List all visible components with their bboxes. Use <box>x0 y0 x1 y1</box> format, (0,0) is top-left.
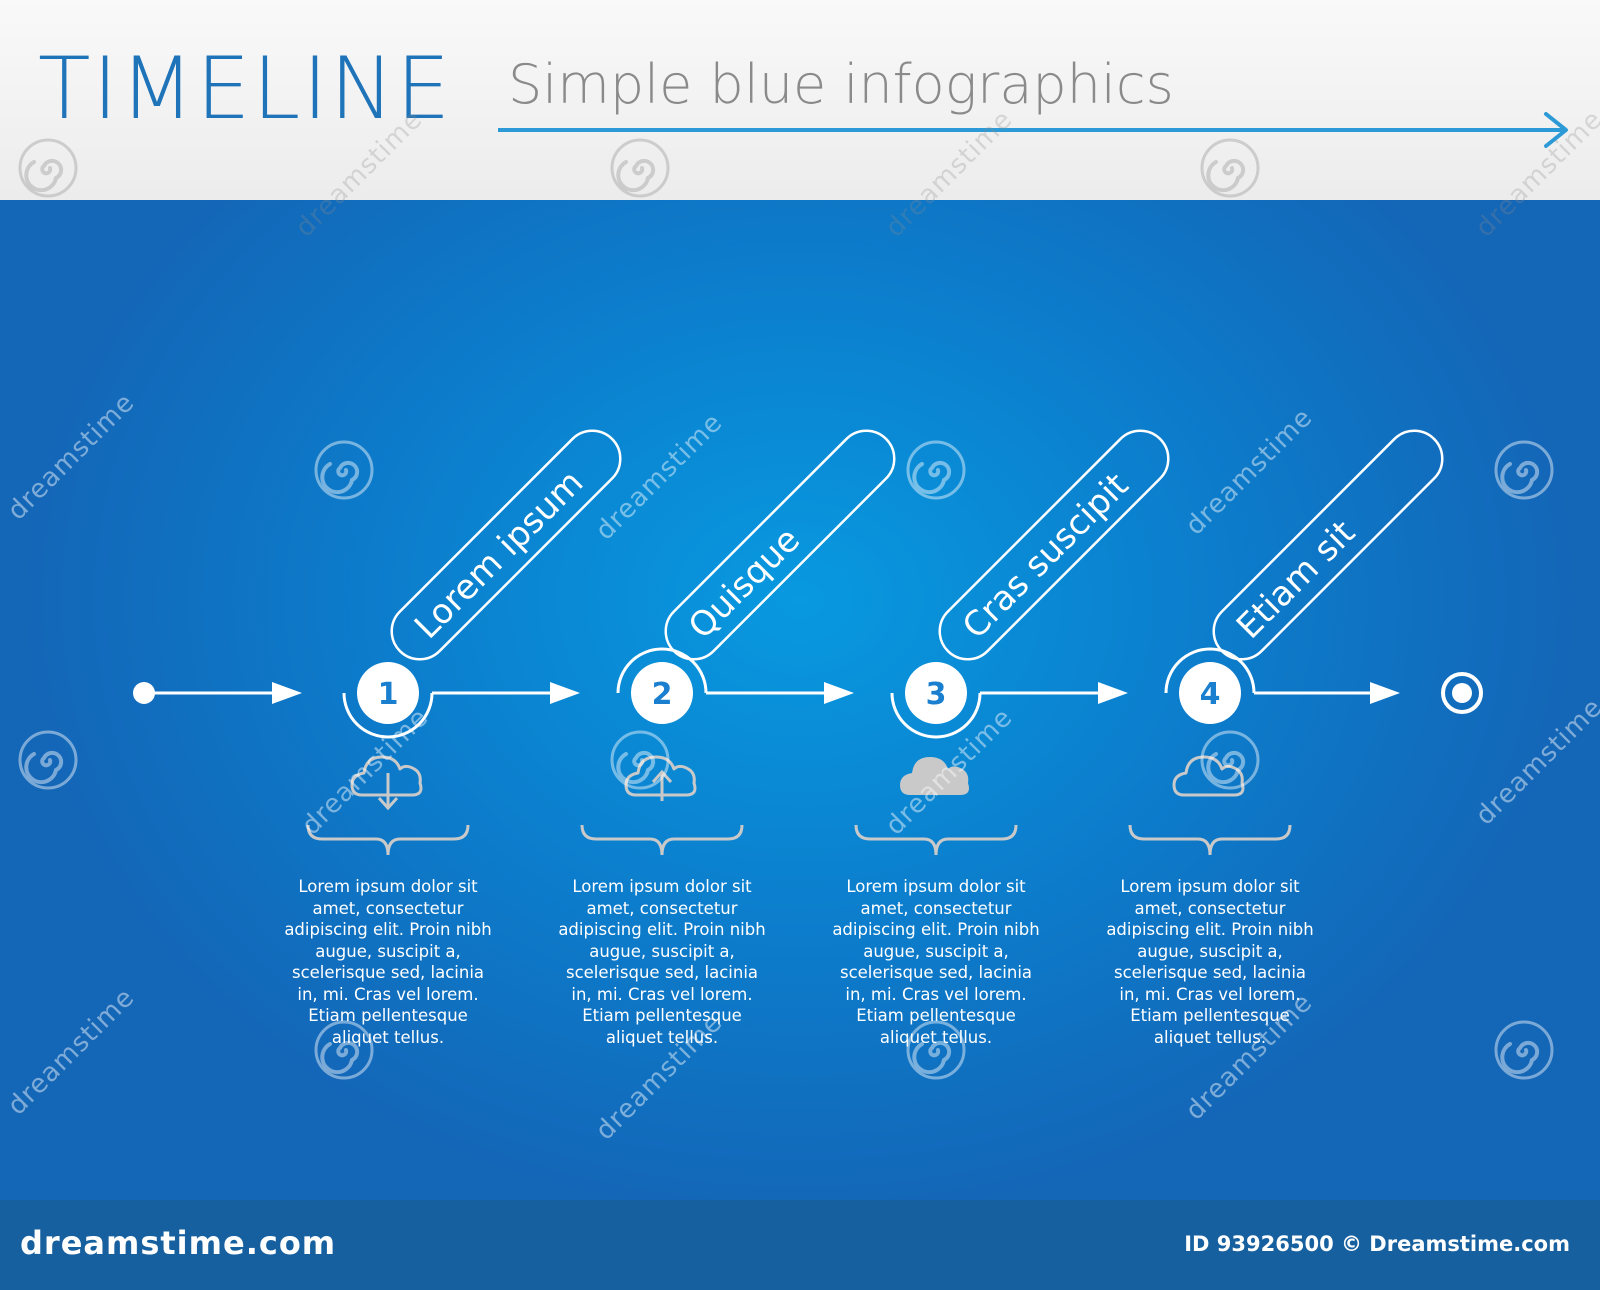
description-line: Etiam pellentesque <box>582 1006 742 1025</box>
step-1-brace <box>306 824 470 856</box>
step-4-number: 4 <box>1200 677 1221 712</box>
description-line: Lorem ipsum dolor sit <box>846 877 1026 896</box>
step-2-number: 2 <box>652 677 673 712</box>
page-subtitle: Simple blue infographics <box>508 53 1174 116</box>
description-line: Lorem ipsum dolor sit <box>1120 877 1300 896</box>
step-3-description: Lorem ipsum dolor sit amet, consectetur ad… <box>831 876 1041 1048</box>
description-line: Lorem ipsum dolor sit <box>298 877 478 896</box>
description-line: adipiscing elit. Proin nibh <box>1106 920 1314 939</box>
description-line: amet, consectetur <box>860 898 1012 918</box>
step-1-label: Lorem ipsum <box>407 463 591 647</box>
description-line: adipiscing elit. Proin nibh <box>284 920 492 939</box>
description-line: in, mi. Cras vel lorem. <box>297 984 479 1004</box>
step-4-node <box>1179 662 1241 724</box>
step-3-brace <box>854 824 1018 856</box>
step-4-label-pill: Etiam sit <box>1212 429 1444 661</box>
timeline-start-dot <box>133 682 155 704</box>
description-line: aliquet tellus. <box>1153 1027 1267 1047</box>
description-line: in, mi. Cras vel lorem. <box>571 984 753 1004</box>
step-4-label: Etiam sit <box>1229 513 1363 647</box>
description-line: scelerisque sed, lacinia <box>565 963 759 982</box>
description-line: Etiam pellentesque <box>856 1006 1016 1025</box>
description-line: Lorem ipsum dolor sit <box>572 877 752 896</box>
step-1-ring <box>342 692 434 739</box>
description-line: amet, consectetur <box>1134 898 1286 918</box>
page-title: TIMELINE <box>38 39 453 139</box>
description-line: aliquet tellus. <box>331 1027 445 1047</box>
timeline-arrow-1 <box>432 682 580 704</box>
step-2-label: Quisque <box>681 520 808 647</box>
footer-band <box>0 1200 1600 1290</box>
description-line: scelerisque sed, lacinia <box>1113 963 1307 982</box>
description-line: augue, suscipit a, <box>863 941 1009 961</box>
description-line: Etiam pellentesque <box>1130 1006 1290 1025</box>
step-2-brace <box>580 824 744 856</box>
description-line: adipiscing elit. Proin nibh <box>832 920 1040 939</box>
step-1-number: 1 <box>378 677 399 712</box>
timeline-end-ring <box>1441 672 1483 714</box>
timeline-arrow-3 <box>980 682 1128 704</box>
step-1-label-pill: Lorem ipsum <box>390 429 622 661</box>
step-3-label: Cras suscipit <box>955 465 1136 646</box>
cloud-download-icon <box>350 755 423 811</box>
timeline-arrow-4 <box>1254 682 1400 704</box>
step-2-label-pill: Quisque <box>664 429 896 661</box>
timeline-arrow-2 <box>706 682 854 704</box>
step-2-node <box>631 662 693 724</box>
description-line: in, mi. Cras vel lorem. <box>1119 984 1301 1004</box>
step-3-ring <box>890 692 982 739</box>
timeline-arrow-start <box>150 682 302 704</box>
description-line: adipiscing elit. Proin nibh <box>558 920 766 939</box>
step-3-node <box>905 662 967 724</box>
cloud-upload-icon <box>624 755 697 801</box>
description-line: amet, consectetur <box>312 898 464 918</box>
cloud-filled-icon <box>900 757 969 795</box>
step-1-node <box>357 662 419 724</box>
cloud-outline-icon <box>1172 755 1245 797</box>
step-2-ring <box>616 647 708 694</box>
step-4-description: Lorem ipsum dolor sit amet, consectetur ad… <box>1105 876 1315 1048</box>
description-line: Etiam pellentesque <box>308 1006 468 1025</box>
step-2-description: Lorem ipsum dolor sit amet, consectetur ad… <box>557 876 767 1048</box>
footer-logo: dreamstime.com <box>20 1224 337 1262</box>
description-line: aliquet tellus. <box>605 1027 719 1047</box>
description-line: scelerisque sed, lacinia <box>839 963 1033 982</box>
step-3-number: 3 <box>926 677 947 712</box>
step-4-ring <box>1164 647 1256 694</box>
description-line: augue, suscipit a, <box>1137 941 1283 961</box>
description-line: aliquet tellus. <box>879 1027 993 1047</box>
header-band: TIMELINE Simple blue infographics <box>0 0 1600 200</box>
description-line: augue, suscipit a, <box>315 941 461 961</box>
description-line: scelerisque sed, lacinia <box>291 963 485 982</box>
footer-image-id: ID 93926500 © Dreamstime.com <box>1184 1232 1570 1256</box>
timeline-end-dot <box>1452 683 1472 703</box>
step-3-label-pill: Cras suscipit <box>938 429 1170 661</box>
step-1-description: Lorem ipsum dolor sit amet, consectetur ad… <box>283 876 493 1048</box>
description-line: in, mi. Cras vel lorem. <box>845 984 1027 1004</box>
description-line: amet, consectetur <box>586 898 738 918</box>
description-line: augue, suscipit a, <box>589 941 735 961</box>
header-arrow-icon <box>498 112 1568 148</box>
step-4-brace <box>1128 824 1292 856</box>
